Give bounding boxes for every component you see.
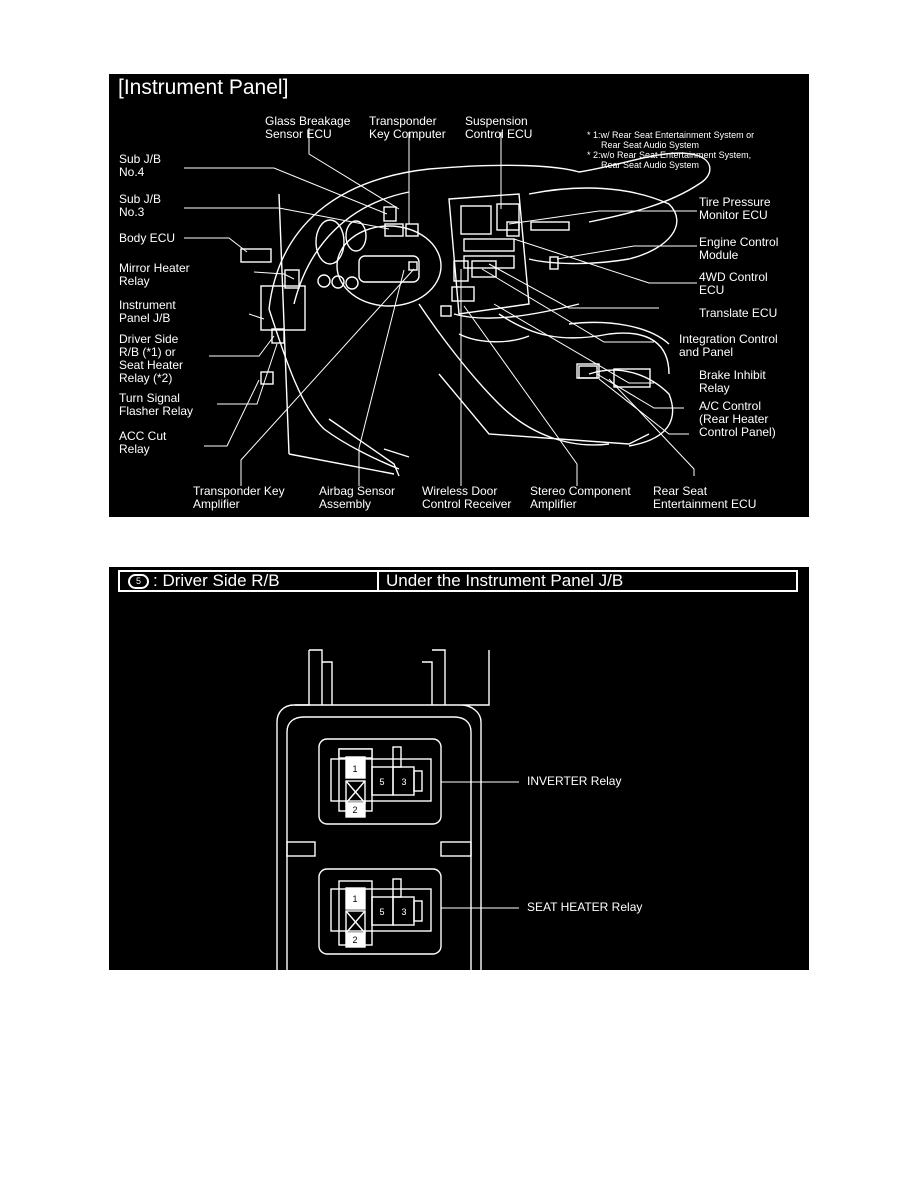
terminal-1-top: 1 [352, 764, 357, 774]
driver-side-rb-diagram: 5: Driver Side R/B Under the Instrument … [109, 567, 809, 970]
terminal-5-top: 5 [379, 777, 384, 787]
terminal-3-top: 3 [401, 777, 406, 787]
location-number-badge: 5 [128, 574, 149, 589]
dashboard-illustration [184, 128, 711, 486]
header-left-cell: 5: Driver Side R/B [120, 571, 379, 591]
label-seat-heater-relay: SEAT HEATER Relay [527, 900, 643, 914]
terminal-5-bottom: 5 [379, 907, 384, 917]
footnotes: * 1:w/ Rear Seat Entertainment System or… [587, 130, 755, 170]
header-bar: 5: Driver Side R/B Under the Instrument … [118, 570, 798, 592]
label-body-ecu: Body ECU [119, 231, 176, 245]
terminal-2-top: 2 [352, 805, 357, 815]
terminal-2-bottom: 2 [352, 935, 357, 945]
label-ac-control: A/C Control(Rear Heater Control Panel) [699, 399, 776, 439]
header-right-text: Under the Instrument Panel J/B [386, 571, 624, 590]
relay-block-illustration: 1 2 5 3 1 2 5 3 [276, 649, 519, 970]
terminal-1-bottom: 1 [352, 894, 357, 904]
header-left-text: 5: Driver Side R/B [128, 571, 280, 591]
label-translate-ecu: Translate ECU [699, 306, 778, 320]
label-inverter-relay: INVERTER Relay [527, 774, 622, 788]
panel-title: [Instrument Panel] [118, 76, 289, 99]
terminal-3-bottom: 3 [401, 907, 406, 917]
instrument-panel-diagram: [Instrument Panel] [109, 74, 809, 517]
